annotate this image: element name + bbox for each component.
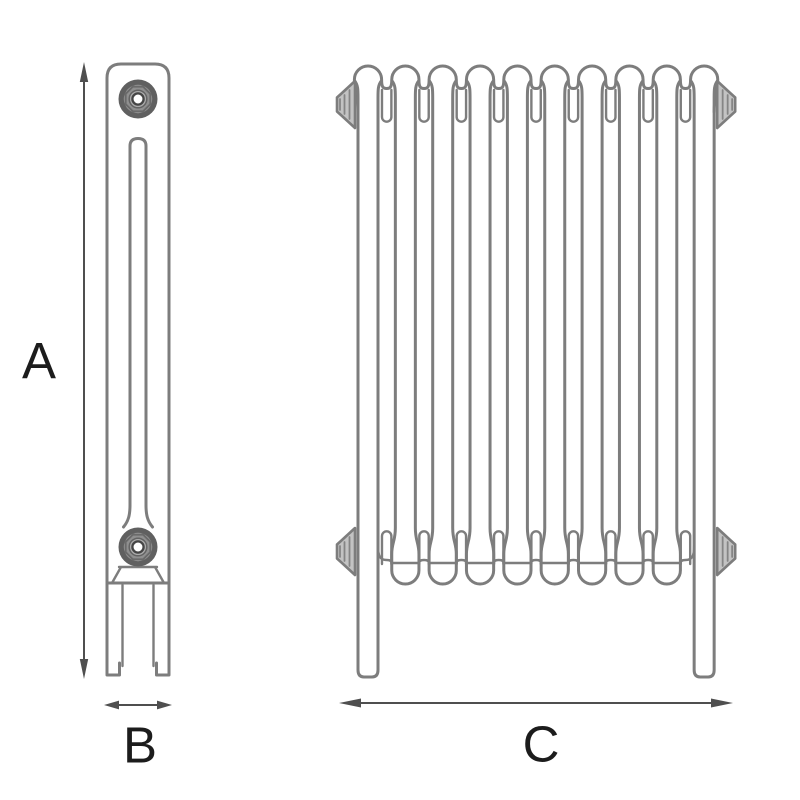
- front-top-joint-slot: [679, 88, 692, 123]
- front-end-cap-top-left: [335, 79, 357, 130]
- side-bushings: [118, 79, 158, 567]
- side-collar: [110, 565, 166, 585]
- dim-c-arrow: [339, 698, 733, 708]
- front-bottom-joint-slot: [455, 530, 468, 566]
- front-bottom-joint-slot: [380, 530, 393, 566]
- front-view-drawing: [335, 64, 737, 679]
- dim-a-arrowhead-up: [79, 62, 89, 82]
- front-bottom-joint-slot: [530, 530, 542, 566]
- dim-b-arrowhead-left: [104, 700, 119, 710]
- front-top-outline: [352, 64, 720, 114]
- front-top-joint-slot: [492, 88, 505, 123]
- front-section-7: [577, 79, 608, 586]
- front-top-joint-slot: [455, 88, 468, 123]
- dim-a-arrowhead-down: [79, 659, 89, 679]
- front-bottom-joint-slot: [604, 530, 617, 566]
- side-foot-inner-lines: [121, 583, 155, 668]
- front-end-cap-bottom-left: [335, 526, 357, 577]
- bushing-nut: [118, 527, 158, 567]
- front-section-3: [427, 79, 458, 586]
- front-section-8: [614, 79, 645, 586]
- front-bottom-joint-slot: [567, 530, 580, 566]
- side-view-drawing: [105, 62, 171, 677]
- front-top-joint-slot: [642, 88, 655, 123]
- front-end-cap-top-right: [715, 79, 737, 130]
- dim-label-b: B: [122, 716, 158, 774]
- front-section-6: [539, 79, 570, 586]
- front-top-joint-slot: [567, 88, 580, 123]
- front-section-1: [353, 79, 383, 679]
- dim-label-a: A: [21, 332, 57, 390]
- side-slot: [122, 137, 154, 529]
- front-section-10: [689, 79, 719, 679]
- dim-b-arrowhead-right: [157, 700, 172, 710]
- front-bottom-joint-slot: [418, 530, 430, 566]
- front-top-joint-slot: [604, 88, 617, 123]
- bushing-nut: [118, 79, 158, 119]
- front-section-9: [651, 79, 682, 586]
- dim-b-arrow: [104, 700, 172, 710]
- front-bottom-joint-slot: [492, 530, 505, 566]
- front-bottom-saddles: [376, 544, 696, 565]
- front-end-cap-bottom-right: [715, 526, 737, 577]
- front-top-joint-slot: [380, 88, 393, 123]
- front-section-2: [390, 79, 421, 586]
- front-section-5: [502, 79, 533, 586]
- side-body-outline: [105, 62, 171, 677]
- dim-c-arrowhead-right: [711, 698, 733, 708]
- dim-a-arrow: [79, 62, 89, 679]
- dim-c-arrowhead-left: [339, 698, 361, 708]
- front-bottom-joint-slot: [642, 530, 655, 566]
- front-top-joint-slot: [418, 88, 430, 123]
- dim-label-c: C: [522, 715, 560, 773]
- front-top-joint-slot: [530, 88, 542, 123]
- front-section-4: [464, 79, 496, 586]
- front-bottom-joint-slot: [679, 530, 692, 566]
